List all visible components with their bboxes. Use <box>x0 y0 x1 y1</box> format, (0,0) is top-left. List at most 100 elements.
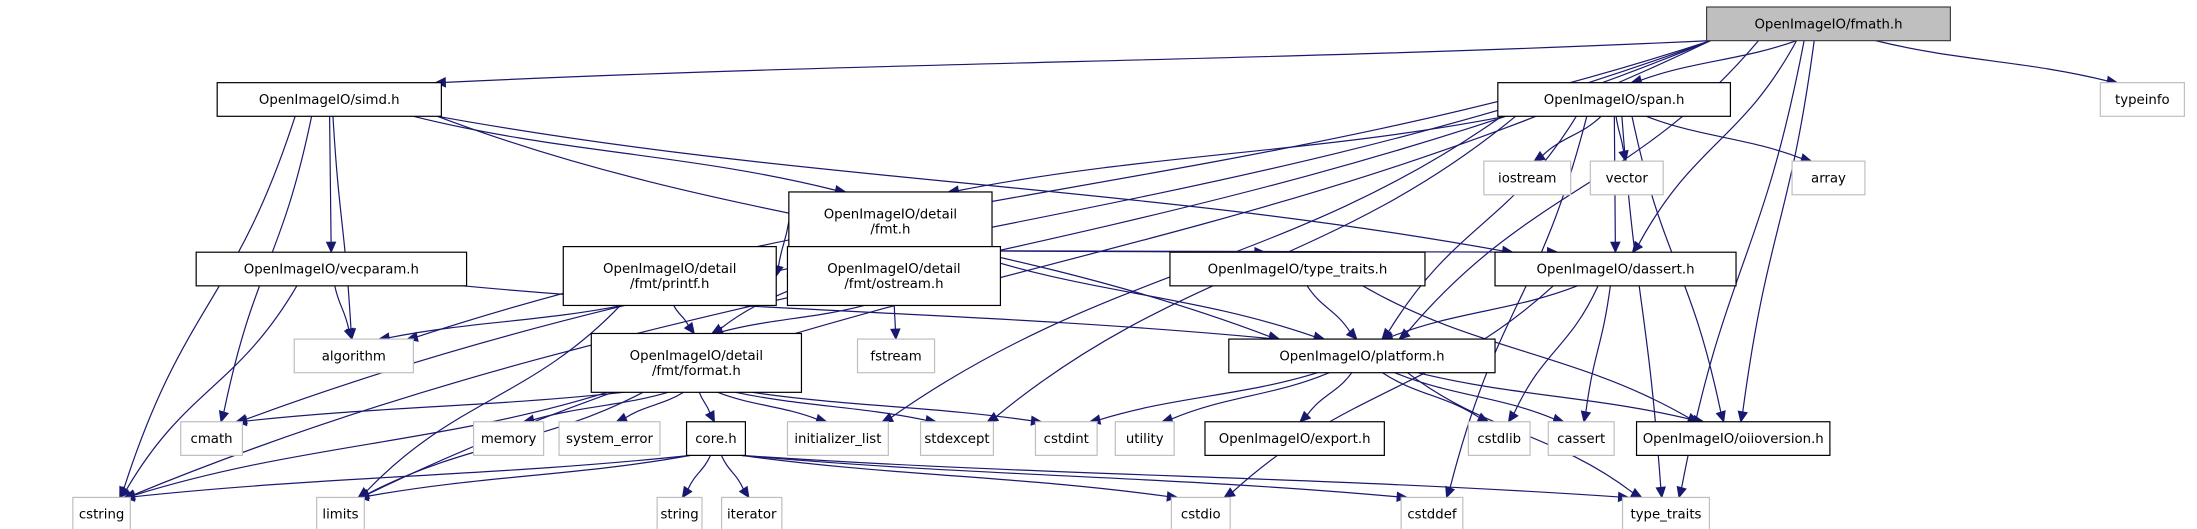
node-initializer-list: initializer_list <box>786 421 889 456</box>
node-box <box>2099 82 2185 117</box>
node-box <box>180 421 243 456</box>
node-box <box>1034 421 1098 456</box>
node-system-error: system_error <box>558 421 661 456</box>
edge-span-to-iostream <box>1533 115 1602 162</box>
node-label: memory <box>481 432 537 447</box>
edge-line <box>958 115 1506 192</box>
edge-dassert-to-cassert <box>1580 285 1611 423</box>
edge-fmath-to-typeinfo <box>1875 40 2119 87</box>
node-format[interactable]: OpenImageIO/detail/fmt/format.h <box>590 332 803 393</box>
edge-line <box>246 391 624 422</box>
node-span[interactable]: OpenImageIO/span.h <box>1497 82 1732 117</box>
edge-fmath-to-simd <box>434 40 1711 88</box>
edge-dassert-to-cstdio <box>1223 285 1554 499</box>
node-label: OpenImageIO/detail <box>630 349 763 364</box>
node-label: array <box>1811 171 1846 186</box>
edge-line <box>1640 40 1797 81</box>
edge-line <box>1646 115 1802 160</box>
edge-core-to-cstddef <box>741 454 1409 503</box>
node-string: string <box>656 496 703 529</box>
node-cstdio: cstdio <box>1170 496 1231 529</box>
node-fmt[interactable]: OpenImageIO/detail/fmt.h <box>788 191 993 252</box>
node-platform[interactable]: OpenImageIO/platform.h <box>1228 338 1496 374</box>
node-label: cstddef <box>1407 508 1457 523</box>
node-box <box>1169 251 1426 287</box>
node-box <box>1204 421 1385 456</box>
edge-line <box>1388 115 1577 332</box>
edge-line <box>1171 372 1330 420</box>
node-vecparam[interactable]: OpenImageIO/vecparam.h <box>195 251 468 287</box>
edge-vecparam-to-algorithm <box>334 285 354 341</box>
node-cstdlib: cstdlib <box>1467 421 1531 456</box>
edge-line <box>721 304 865 333</box>
node-box <box>1467 421 1531 456</box>
node-vector: vector <box>1589 160 1664 196</box>
node-typeinfo: typeinfo <box>2099 82 2185 117</box>
node-label: typeinfo <box>2115 93 2170 108</box>
edge-core-to-limits <box>357 454 691 502</box>
edge-line <box>1306 285 1351 333</box>
arrowhead-icon <box>1737 410 1749 423</box>
edge-line <box>368 454 691 497</box>
arrowhead-icon <box>1445 485 1456 499</box>
edge-printf-to-format <box>673 305 695 335</box>
node-label: /fmt/printf.h <box>630 277 709 292</box>
edge-span-to-platform <box>1381 115 1577 340</box>
node-box <box>1483 160 1572 196</box>
node-box <box>1791 160 1866 196</box>
node-box <box>216 82 442 117</box>
edge-core-to-cstring <box>123 454 691 502</box>
node-box <box>1228 338 1496 374</box>
edge-line <box>125 285 298 491</box>
edge-line <box>1513 285 1599 414</box>
arrowhead-icon <box>1580 410 1592 423</box>
node-printf[interactable]: OpenImageIO/detail/fmt/printf.h <box>562 246 777 307</box>
edge-fmath-to-type_traits <box>1676 40 1805 499</box>
edge-line <box>777 221 790 267</box>
node-label: /fmt.h <box>870 222 910 237</box>
edge-line <box>960 250 1315 338</box>
node-box <box>1621 496 1711 529</box>
node-export[interactable]: OpenImageIO/export.h <box>1204 421 1385 456</box>
node-utility: utility <box>1114 421 1175 456</box>
node-oiioversion[interactable]: OpenImageIO/oiioversion.h <box>1635 421 1831 456</box>
edge-line <box>1742 40 1815 413</box>
arrowhead-icon <box>1715 410 1726 423</box>
node-dassert[interactable]: OpenImageIO/dassert.h <box>1494 251 1737 287</box>
node-limits: limits <box>316 496 365 529</box>
node-label: vector <box>1606 171 1649 186</box>
arrowhead-icon <box>1398 328 1411 340</box>
edge-line <box>1362 285 1690 419</box>
arrowhead-icon <box>681 485 693 499</box>
node-label: /fmt/format.h <box>652 364 741 379</box>
node-label: stdexcept <box>924 432 989 447</box>
arrowhead-icon <box>986 411 1000 423</box>
edge-platform-to-oiioversion <box>1417 372 1705 426</box>
edge-line <box>367 40 1711 495</box>
edge-vecparam-to-cstring <box>119 285 298 499</box>
edge-line <box>1099 372 1318 421</box>
node-simd[interactable]: OpenImageIO/simd.h <box>216 82 442 117</box>
node-label: OpenImageIO/vecparam.h <box>244 263 419 278</box>
edge-line <box>1875 40 2108 82</box>
arrowhead-icon <box>1507 410 1519 423</box>
node-label: system_error <box>566 432 653 447</box>
node-label: iterator <box>727 508 777 523</box>
edge-format-to-stdexcept <box>735 391 938 426</box>
arrowhead-icon <box>1610 241 1621 254</box>
edge-line <box>388 304 623 339</box>
node-box <box>1114 421 1175 456</box>
node-core[interactable]: core.h <box>685 421 747 456</box>
arrowhead-icon <box>1345 327 1358 340</box>
edge-line <box>134 454 691 498</box>
edge-ostream-to-fstream <box>890 305 901 341</box>
node-fmath[interactable]: OpenImageIO/fmath.h <box>1705 6 1951 42</box>
edge-platform-to-utility <box>1160 372 1330 424</box>
node-ostream[interactable]: OpenImageIO/detail/fmt/ostream.h <box>786 246 1002 307</box>
node-type-traits-h[interactable]: OpenImageIO/type_traits.h <box>1169 251 1426 287</box>
edge-line <box>741 454 1168 498</box>
edge-line <box>735 391 927 421</box>
arrowhead-icon <box>343 327 354 341</box>
edge-dassert-to-cstdlib <box>1507 285 1599 423</box>
